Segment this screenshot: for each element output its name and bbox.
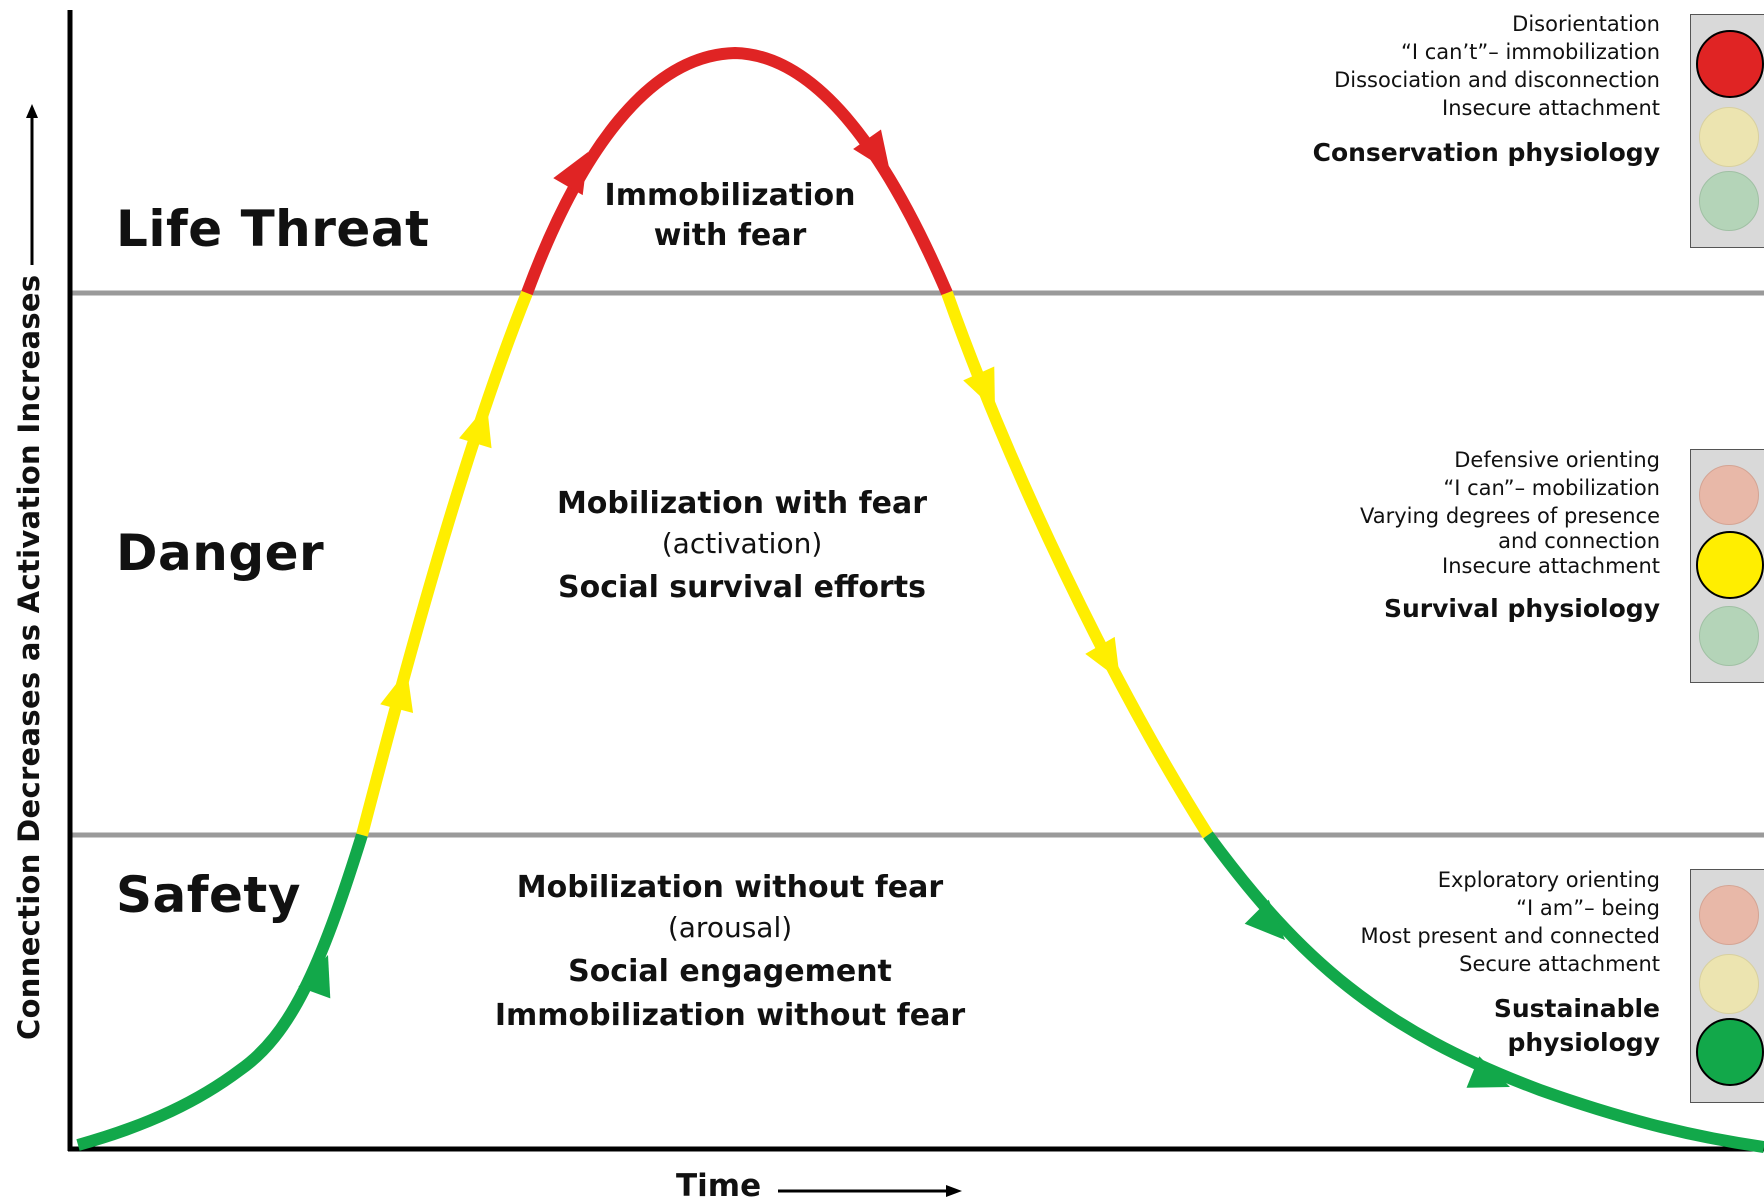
zone-label-safety: Safety [116, 866, 301, 924]
safety-physiology-line1: Sustainable [1493, 994, 1660, 1023]
curve-arrowhead-9-icon [1466, 1056, 1510, 1088]
life-threat-desc-2: “I can’t”– immobilization [1401, 40, 1660, 64]
lamp-green-on-icon [1696, 1018, 1764, 1086]
safety-panel: Exploratory orienting “I am”– being Most… [1140, 866, 1660, 1060]
curve-safety-fall [1203, 831, 1764, 1153]
curve-arrowhead-2-icon [380, 670, 414, 714]
safety-desc-4: Secure attachment [1459, 952, 1660, 976]
danger-center-text: Mobilization with fear (activation) Soci… [462, 484, 1022, 608]
lamp-red-dim-icon [1699, 465, 1759, 525]
curve-arrowhead-3-icon [459, 405, 492, 449]
safety-desc-3: Most present and connected [1360, 924, 1660, 948]
lamp-green-dim-icon [1699, 606, 1759, 666]
curve-arrowhead-6-icon [963, 366, 995, 410]
life-threat-desc-1: Disorientation [1512, 12, 1660, 36]
zone-label-danger: Danger [116, 524, 325, 582]
y-axis-label: Connection Decreases as Activation Incre… [12, 274, 46, 1040]
danger-desc-4: and connection [1498, 529, 1660, 553]
safety-center-line3: Social engagement [568, 954, 892, 989]
life-threat-center-line2: with fear [653, 218, 807, 253]
safety-desc-2: “I am”– being [1516, 896, 1660, 920]
traffic-light-life-threat [1690, 14, 1764, 248]
lamp-yellow-dim-icon [1699, 954, 1759, 1014]
danger-center-line1: Mobilization with fear [556, 486, 928, 521]
lamp-green-dim-icon [1699, 171, 1759, 231]
x-axis-label: Time [676, 1168, 762, 1204]
curve-arrowheads [298, 129, 1510, 1088]
life-threat-center-text: Immobilization with fear [450, 176, 1010, 256]
danger-physiology: Survival physiology [1384, 594, 1660, 623]
lamp-yellow-on-icon [1696, 531, 1764, 599]
lamp-red-on-icon [1696, 30, 1764, 98]
life-threat-panel: Disorientation “I can’t”– immobilization… [1140, 10, 1660, 170]
danger-center-line2: (activation) [661, 527, 823, 560]
lamp-yellow-dim-icon [1699, 107, 1759, 167]
life-threat-physiology: Conservation physiology [1312, 138, 1660, 167]
lamp-red-dim-icon [1699, 885, 1759, 945]
traffic-light-danger [1690, 449, 1764, 683]
safety-center-text: Mobilization without fear (arousal) Soci… [450, 868, 1010, 1036]
danger-center-line3: Social survival efforts [558, 570, 926, 605]
traffic-light-safety [1690, 869, 1764, 1103]
safety-center-line2: (arousal) [667, 911, 793, 944]
curve-arrowhead-5-icon [853, 129, 890, 172]
life-threat-desc-3: Dissociation and disconnection [1334, 68, 1660, 92]
curve-safety-rise [76, 833, 368, 1151]
curve-arrowhead-7-icon [1085, 636, 1120, 680]
curve-danger-rise [356, 290, 533, 837]
curve-danger-fall [941, 290, 1214, 839]
danger-desc-2: “I can”– mobilization [1443, 476, 1660, 500]
y-axis-arrow [26, 104, 38, 265]
curve-arrowhead-8-icon [1244, 899, 1285, 940]
curve-arrowhead-1-icon [298, 955, 331, 999]
curve-life-threat [521, 46, 953, 296]
x-axis-arrow [778, 1185, 962, 1197]
safety-desc-1: Exploratory orienting [1437, 868, 1660, 892]
danger-desc-3: Varying degrees of presence [1360, 504, 1660, 528]
danger-desc-5: Insecure attachment [1442, 554, 1660, 578]
safety-center-line1: Mobilization without fear [516, 870, 944, 905]
danger-panel: Defensive orienting “I can”– mobilizatio… [1140, 446, 1660, 626]
curve-arrowhead-4-icon [553, 152, 588, 196]
danger-desc-1: Defensive orienting [1454, 448, 1660, 472]
safety-physiology-line2: physiology [1507, 1028, 1660, 1057]
life-threat-desc-4: Insecure attachment [1442, 96, 1660, 120]
safety-center-line4: Immobilization without fear [494, 998, 966, 1033]
zone-label-life-threat: Life Threat [116, 200, 430, 258]
life-threat-center-line1: Immobilization [604, 178, 856, 213]
